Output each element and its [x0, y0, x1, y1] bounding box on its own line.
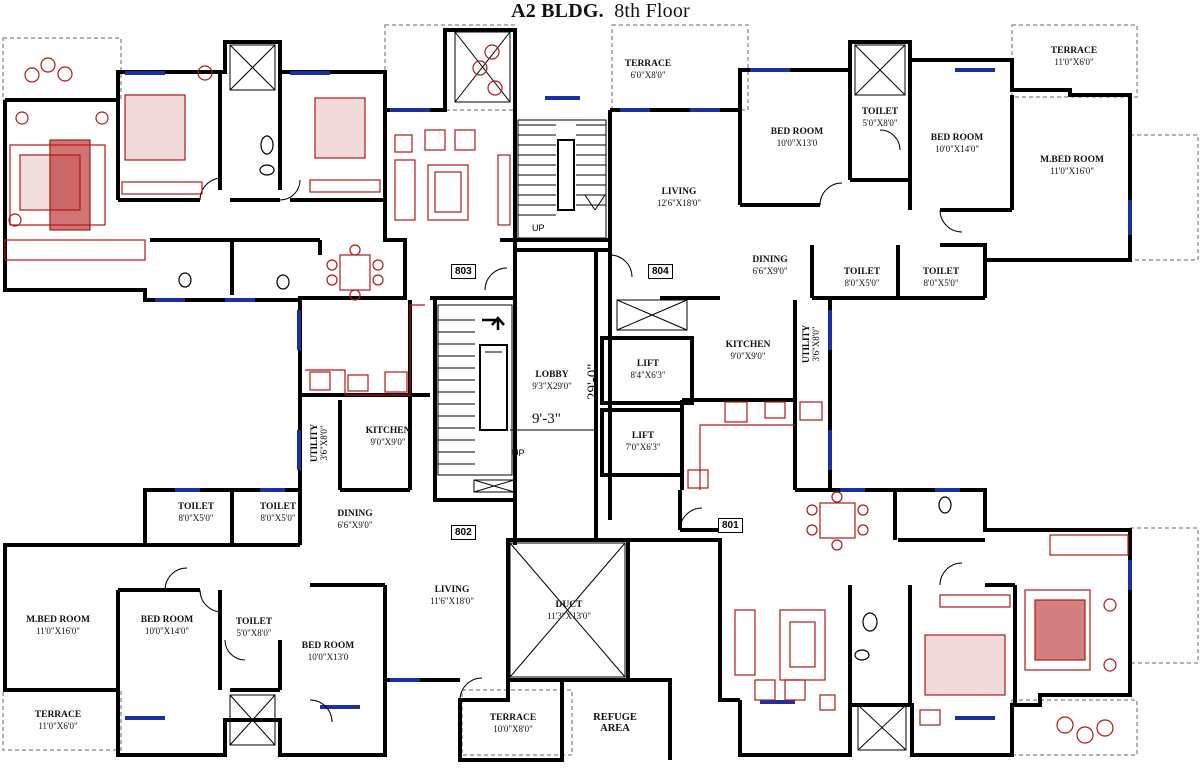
walls	[3, 28, 1132, 762]
plan-title: A2 BLDG. 8th Floor	[0, 0, 1201, 23]
staircase-upper	[517, 119, 607, 239]
furniture	[4, 44, 1129, 744]
stair-up-label: UP	[532, 223, 545, 233]
shafts	[229, 31, 907, 751]
flat-number-801: 801	[718, 518, 743, 533]
flat-number-803: 803	[451, 264, 476, 279]
lobby-length-dimension: 29'-0"	[585, 363, 601, 400]
flat-number-802: 802	[451, 525, 476, 540]
floor-name: 8th Floor	[614, 0, 690, 22]
windows	[125, 68, 1132, 720]
lobby-width-dimension: 9'-3"	[532, 411, 561, 427]
doors	[164, 129, 963, 723]
flat-number-804: 804	[648, 264, 673, 279]
stair-up-label: UP	[512, 448, 525, 458]
building-name: A2 BLDG.	[511, 0, 604, 22]
staircase-lower	[437, 304, 513, 476]
